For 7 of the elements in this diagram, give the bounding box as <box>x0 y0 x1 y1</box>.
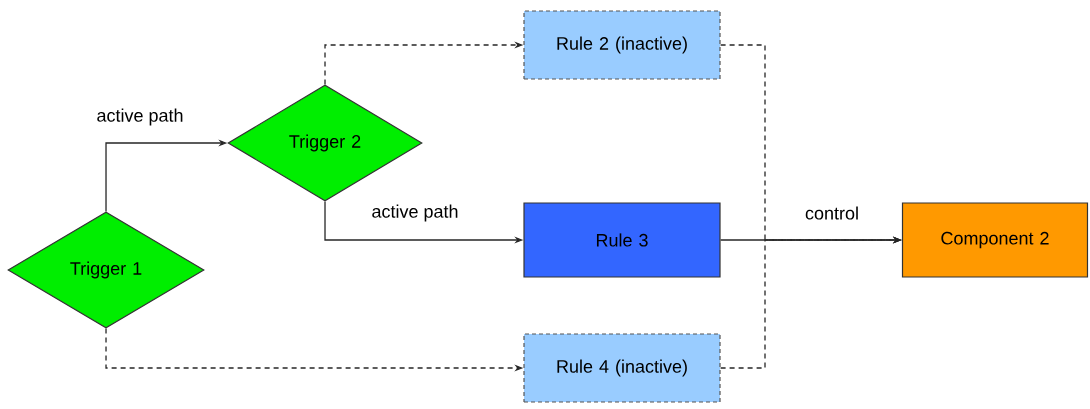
process-box: Component 2 <box>901 202 1089 278</box>
process-box: Rule 4 (inactive) <box>523 333 721 403</box>
edge-label: active path <box>95 107 185 127</box>
edge-label: control <box>804 205 860 221</box>
edge-label: active path <box>370 203 460 223</box>
process-box: Rule 3 <box>523 202 721 278</box>
process-box: Rule 2 (inactive) <box>523 10 721 80</box>
